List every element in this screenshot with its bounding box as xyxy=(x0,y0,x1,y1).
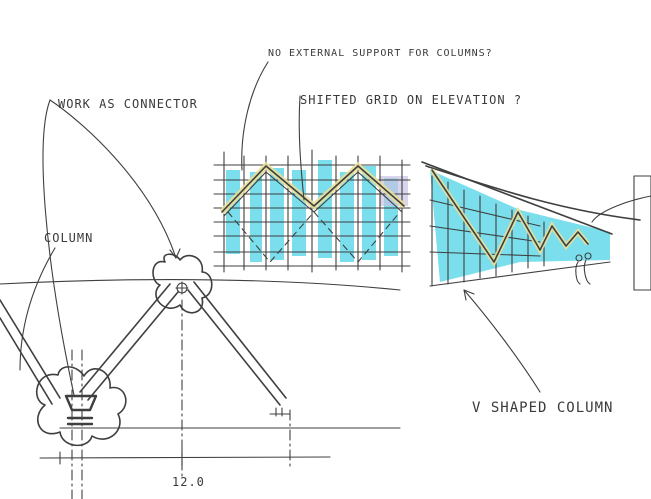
dimension-label: 12.0 xyxy=(172,475,205,489)
elevation-shifted-grid xyxy=(227,211,401,263)
perspective-people xyxy=(575,259,591,285)
v-arm-far-left-a xyxy=(0,299,61,399)
leader-work-connector-a xyxy=(42,99,75,396)
v-arm-far-left-b xyxy=(0,317,53,405)
upper-connector-cloud xyxy=(152,253,213,314)
elevation-zigzag-upper xyxy=(221,165,405,213)
perspective-roof-sweep xyxy=(591,195,651,223)
lower-connector-bolts xyxy=(66,416,94,426)
perspective-v-columns xyxy=(431,169,589,263)
person-head-2 xyxy=(584,252,592,260)
leader-shifted-grid xyxy=(298,95,305,201)
v-arm-right-a xyxy=(187,289,281,406)
label-no-external-support: NO EXTERNAL SUPPORT FOR COLUMNS? xyxy=(268,48,493,59)
leader-v-shaped xyxy=(463,289,541,393)
leader-v-arrowhead xyxy=(463,289,475,301)
column-plan-drawing: 12.0 xyxy=(0,253,401,499)
plan-line-top xyxy=(0,278,401,291)
leader-arrowhead xyxy=(169,248,181,259)
upper-connector-cross xyxy=(175,281,189,295)
v-arm-left-b xyxy=(79,283,171,393)
lower-connector-plate xyxy=(64,394,98,412)
dimension-ticks xyxy=(59,449,183,467)
person-head-1 xyxy=(575,254,583,262)
v-arm-right-b xyxy=(193,281,287,399)
perspective-canopy xyxy=(425,165,641,221)
perspective-roof-line xyxy=(421,161,613,235)
label-shifted-grid: SHIFTED GRID ON ELEVATION ? xyxy=(300,93,522,107)
perspective-ground-line xyxy=(429,261,611,287)
leader-work-connector-b xyxy=(49,99,177,259)
v-arm-left-a xyxy=(87,291,179,401)
plan-line-bottom xyxy=(39,456,331,459)
perspective-end-building xyxy=(633,175,651,291)
label-v-shaped-column: V SHAPED COLUMN xyxy=(472,400,613,416)
label-column: COLUMN xyxy=(44,231,93,245)
label-work-as-connector: WORK AS CONNECTOR xyxy=(58,97,198,111)
right-foot-mark xyxy=(269,407,291,417)
leader-no-support xyxy=(241,61,269,171)
lower-connector-cloud xyxy=(36,366,127,447)
leader-column xyxy=(19,247,56,371)
perspective-drawing xyxy=(421,161,651,291)
elevation-drawing xyxy=(213,149,411,273)
